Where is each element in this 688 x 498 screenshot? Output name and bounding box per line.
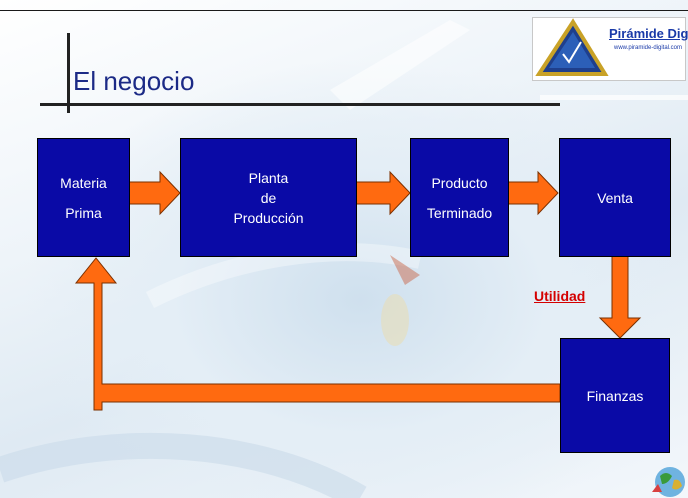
node-venta: Venta [559,138,671,257]
node-producto-line1: Producto [431,174,488,191]
arrow-materia-to-planta [127,170,181,216]
node-planta-line3: Producción [233,209,304,226]
node-finanzas: Finanzas [560,338,670,453]
node-producto-line2: Terminado [426,204,493,221]
node-materia-prima-line1: Materia [60,174,107,191]
node-producto-terminado: Producto Terminado [410,138,509,257]
logo-name: Pirámide Digita [609,26,688,41]
arrow-venta-to-finanzas [598,253,642,339]
node-finanzas-label: Finanzas [586,387,644,404]
piramide-digital-logo: Pirámide Digita www.piramide-digital.com [532,17,688,81]
node-materia-prima: Materia Prima [37,138,130,257]
globe-icon [652,467,685,497]
arrow-finanzas-to-materia [74,257,561,411]
slide-title: El negocio [73,66,195,96]
title-vertical-rule [67,33,70,113]
node-planta-line2: de [260,189,277,206]
arrow-producto-to-venta [506,170,559,216]
pyramid-icon [535,18,609,76]
top-divider-line [0,10,688,11]
arrow-planta-to-producto [354,170,411,216]
node-planta-produccion: Planta de Producción [180,138,357,257]
title-horizontal-rule [40,103,560,106]
node-venta-label: Venta [597,189,633,206]
node-materia-prima-line2: Prima [65,204,102,221]
edge-label-utilidad: Utilidad [534,288,586,304]
logo-url: www.piramide-digital.com [614,45,683,51]
node-planta-line1: Planta [248,169,289,186]
